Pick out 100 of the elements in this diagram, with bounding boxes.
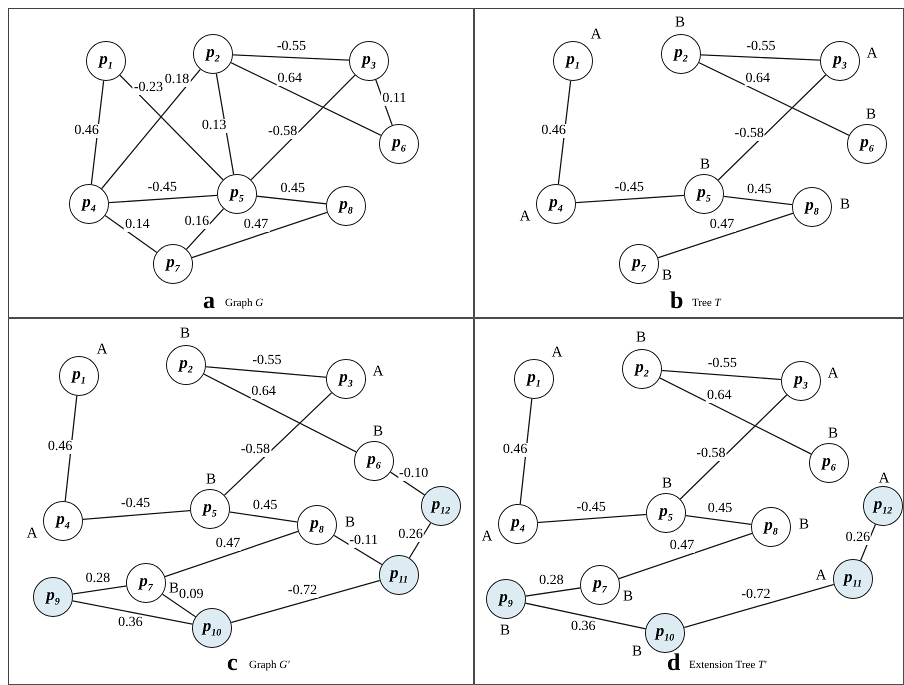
node-label: p$_{4}$ xyxy=(549,192,563,214)
node-label: p$_{10}$ xyxy=(202,616,222,638)
node-annotation: B xyxy=(632,644,642,660)
connector-line xyxy=(390,472,425,496)
connector-line xyxy=(82,510,190,520)
node-label: p$_{8}$ xyxy=(805,196,819,218)
panel-caption: Tree T xyxy=(692,298,721,309)
panel-caption: Extension Tree T' xyxy=(689,660,767,671)
edge-label: 0.64 xyxy=(706,388,732,403)
connector-line xyxy=(684,584,834,628)
node-annotation: B xyxy=(799,518,809,532)
connector-line xyxy=(686,515,752,525)
node-annotation: A xyxy=(520,210,530,224)
edge-label: -0.11 xyxy=(348,534,380,548)
node-annotation: B xyxy=(866,108,876,122)
connector-line xyxy=(192,212,328,258)
node-label: p$_{5}$ xyxy=(230,182,244,204)
node-annotation: B xyxy=(840,198,850,212)
panel-frame xyxy=(474,8,904,318)
node-label: p$_{11}$ xyxy=(390,564,408,586)
connector-line xyxy=(231,580,380,624)
node-label: p$_{4}$ xyxy=(56,510,70,532)
node-label: p$_{9}$ xyxy=(46,586,60,608)
connector-line xyxy=(256,196,326,204)
edge-label: -0.55 xyxy=(745,40,777,54)
node-label: p$_{5}$ xyxy=(697,182,711,204)
edge-label: 0.46 xyxy=(502,443,528,458)
node-label: p$_{5}$ xyxy=(203,498,217,520)
edge-label: -0.10 xyxy=(398,467,430,482)
panel-caption: Graph G xyxy=(225,298,264,309)
node-annotation: A xyxy=(482,530,492,544)
node-annotation: B xyxy=(500,624,510,638)
node-label: p$_{8}$ xyxy=(310,514,324,536)
edge-label: -0.72 xyxy=(740,588,772,602)
edge-label: 0.64 xyxy=(744,72,772,86)
connector-line xyxy=(250,74,356,180)
connector-line xyxy=(186,208,224,250)
node-label: p$_{4}$ xyxy=(82,192,96,214)
node-annotation: B xyxy=(206,472,216,488)
edge-label: -0.58 xyxy=(695,446,726,461)
connector-line xyxy=(618,532,752,580)
node-label: p$_{7}$ xyxy=(593,574,607,596)
connector-line xyxy=(204,374,356,452)
node-label: p$_{10}$ xyxy=(656,622,674,644)
edge-label: 0.46 xyxy=(46,440,74,454)
node-annotation: B xyxy=(169,582,179,596)
node-circle xyxy=(33,577,73,617)
connector-line xyxy=(90,80,104,184)
node-circle xyxy=(421,486,461,526)
node-label: p$_{7}$ xyxy=(139,572,153,594)
connector-line xyxy=(724,196,792,206)
node-label: p$_{2}$ xyxy=(635,358,649,380)
node-annotation: A xyxy=(866,46,878,62)
node-label: p$_{8}$ xyxy=(764,516,778,538)
node-label: p$_{2}$ xyxy=(179,354,193,376)
node-label: p$_{1}$ xyxy=(527,368,541,390)
edge-label: 0.46 xyxy=(540,124,567,138)
node-label: p$_{1}$ xyxy=(566,50,580,72)
connector-line xyxy=(224,392,332,496)
edge-label: -0.55 xyxy=(276,40,308,54)
node-label: p$_{6}$ xyxy=(860,132,874,154)
connector-line xyxy=(72,585,126,595)
connector-line xyxy=(680,394,788,500)
connector-line xyxy=(662,370,782,380)
connector-line xyxy=(120,74,224,180)
connector-line xyxy=(164,530,298,578)
node-label: p$_{9}$ xyxy=(499,588,513,610)
edge-label: 0.11 xyxy=(381,92,408,106)
node-circle xyxy=(86,41,126,81)
connector-line xyxy=(526,587,580,597)
node-label: p$_{2}$ xyxy=(206,42,220,64)
connector-line xyxy=(558,80,572,184)
node-label: p$_{6}$ xyxy=(392,132,406,154)
node-circle xyxy=(217,174,257,214)
node-annotation: A xyxy=(590,28,602,42)
edge-label: 0.47 xyxy=(214,536,242,551)
node-label: p$_{4}$ xyxy=(511,512,525,534)
node-label: p$_{12}$ xyxy=(874,494,892,516)
node-annotation: B xyxy=(662,268,672,284)
connector-line xyxy=(108,194,218,204)
connector-line xyxy=(206,366,326,378)
node-label: p$_{11}$ xyxy=(844,568,862,590)
edge-label: -0.58 xyxy=(734,127,765,142)
node-circle xyxy=(326,186,366,226)
panel-letter: b xyxy=(670,289,684,313)
node-circle xyxy=(379,555,419,595)
node-annotation: A xyxy=(372,364,384,380)
node-annotation: B xyxy=(700,158,710,172)
node-annotation: B xyxy=(180,326,190,342)
connector-line xyxy=(72,600,192,625)
node-label: p$_{1}$ xyxy=(72,364,86,386)
node-annotation: A xyxy=(828,366,838,382)
panel-frame xyxy=(474,318,904,685)
panel-frame xyxy=(8,8,474,318)
node-circle xyxy=(69,184,109,224)
connector-line xyxy=(525,602,646,630)
node-label: p$_{6}$ xyxy=(367,450,381,472)
node-label: p$_{6}$ xyxy=(822,452,836,474)
node-label: p$_{3}$ xyxy=(339,368,353,390)
node-annotation: A xyxy=(96,342,108,358)
